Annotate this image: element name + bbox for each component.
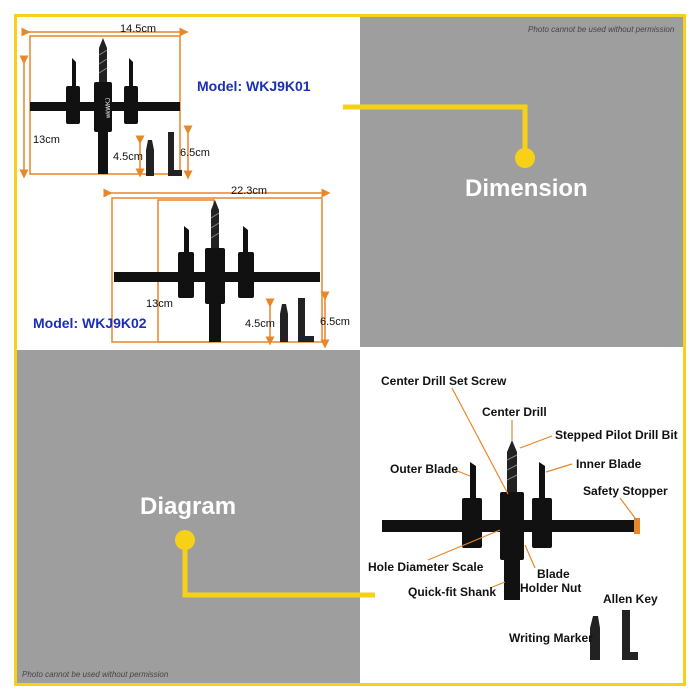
model2-key-length: 6.5cm bbox=[320, 316, 350, 328]
label-stepped-pilot-drill-bit: Stepped Pilot Drill Bit bbox=[555, 428, 678, 442]
label-writing-marker: Writing Marker bbox=[509, 631, 593, 645]
svg-text:wkWKJ: wkWKJ bbox=[106, 98, 112, 119]
diagram-title: Diagram bbox=[140, 493, 237, 520]
diagram-title-panel bbox=[17, 350, 360, 683]
model2-height: 13cm bbox=[146, 298, 173, 310]
model1-marker-length: 4.5cm bbox=[113, 151, 143, 163]
diagram-tool bbox=[382, 387, 640, 660]
dimension-connector-dot bbox=[515, 148, 535, 168]
label-blade: Blade bbox=[537, 567, 570, 581]
yellow-frame bbox=[14, 14, 686, 686]
dimension-title-panel bbox=[360, 17, 683, 347]
model2-marker-length: 4.5cm bbox=[245, 318, 275, 330]
model2-tool bbox=[103, 188, 331, 349]
label-hole-diameter-scale: Hole Diameter Scale bbox=[368, 560, 484, 574]
label-inner-blade: Inner Blade bbox=[576, 457, 642, 471]
model1-key-length: 6.5cm bbox=[180, 147, 210, 159]
model1-tool: wkWKJ bbox=[19, 27, 193, 180]
label-allen-key: Allen Key bbox=[603, 592, 658, 606]
model1-height: 13cm bbox=[33, 134, 60, 146]
label-center-drill-set-screw: Center Drill Set Screw bbox=[381, 374, 507, 388]
label-quick-fit-shank: Quick-fit Shank bbox=[408, 585, 497, 599]
model2-label: Model: WKJ9K02 bbox=[33, 315, 147, 331]
label-holder-nut: Holder Nut bbox=[520, 581, 582, 595]
model1-width: 14.5cm bbox=[120, 23, 157, 35]
dimension-title: Dimension bbox=[465, 175, 588, 202]
watermark-top: Photo cannot be used without permission bbox=[528, 25, 675, 34]
model1-label: Model: WKJ9K01 bbox=[197, 78, 311, 94]
watermark-bottom: Photo cannot be used without permission bbox=[22, 670, 169, 679]
diagram-connector-dot bbox=[175, 530, 195, 550]
label-center-drill: Center Drill bbox=[482, 405, 547, 419]
diagram-connector bbox=[182, 540, 375, 598]
label-safety-stopper: Safety Stopper bbox=[583, 484, 668, 498]
model2-width: 22.3cm bbox=[231, 185, 268, 197]
dimension-connector bbox=[343, 104, 528, 158]
label-outer-blade: Outer Blade bbox=[390, 462, 459, 476]
